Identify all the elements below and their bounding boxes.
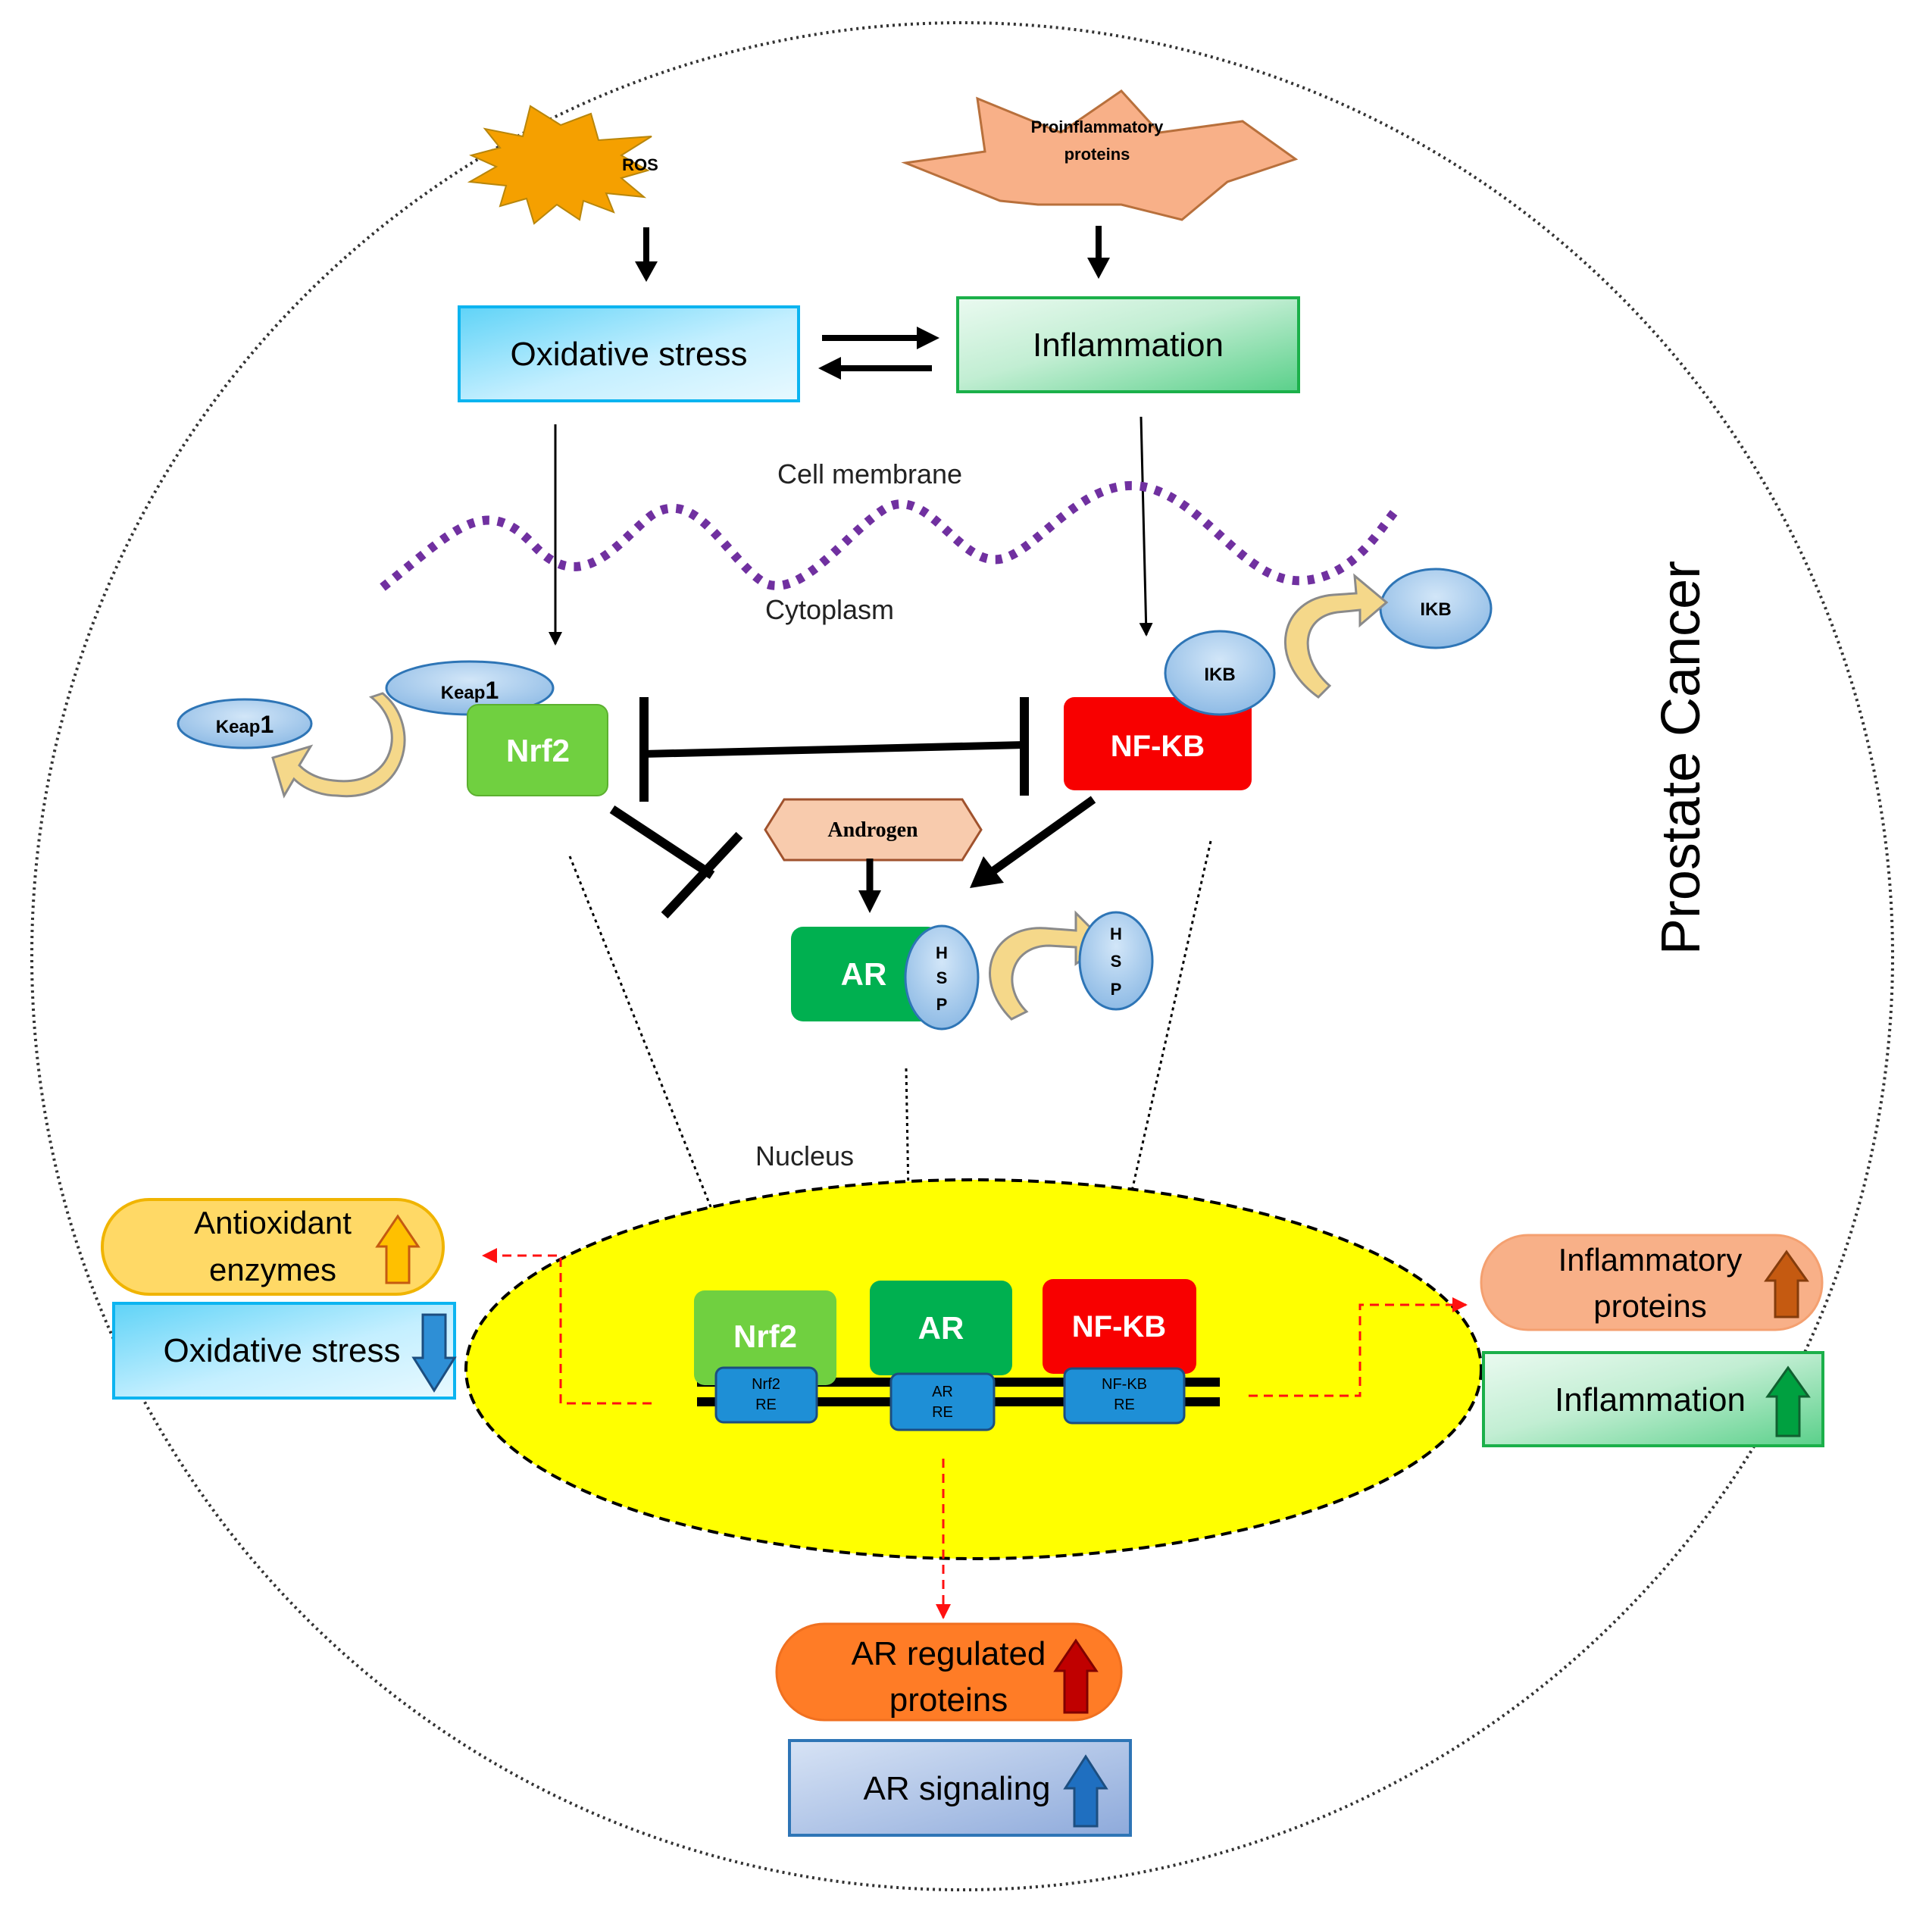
up-arrow-icon bbox=[1765, 1365, 1811, 1437]
proinflammatory-label-1: Proinflammatory bbox=[1031, 117, 1165, 136]
antioxidant-label-2: enzymes bbox=[209, 1252, 336, 1287]
nrf2-nuclear-box bbox=[694, 1290, 836, 1385]
ar-regulated-label-1: AR regulated bbox=[852, 1635, 1046, 1672]
nrf2-re-label-2: RE bbox=[755, 1397, 777, 1413]
nrf2-cytoplasm-box bbox=[467, 704, 608, 796]
nucleus-label: Nucleus bbox=[755, 1140, 854, 1171]
cell-boundary bbox=[30, 21, 1894, 1891]
ar-signaling-label: AR signaling bbox=[863, 1770, 1050, 1807]
nrf2-inhibits-ar-line bbox=[609, 805, 715, 880]
arrow-ox-to-inflam-head bbox=[917, 327, 939, 349]
inflammatory-label-2: proteins bbox=[1593, 1288, 1706, 1324]
mutual-inhibition-line bbox=[643, 741, 1025, 758]
ar-cytoplasm-label: AR bbox=[841, 956, 887, 992]
inflammation-box bbox=[956, 296, 1300, 393]
nrf2-re-label-1: Nrf2 bbox=[752, 1376, 780, 1393]
keap1-free-oval bbox=[177, 698, 313, 749]
hsp-free-oval bbox=[1078, 911, 1154, 1011]
output-arrow-antioxidant bbox=[482, 1248, 652, 1405]
inflammation-outcome-label: Inflammation bbox=[1555, 1381, 1746, 1418]
nrf2-inhibits-ar-bar bbox=[661, 831, 743, 919]
up-arrow-icon bbox=[1063, 1754, 1108, 1828]
nfkb-nuclear-box bbox=[1043, 1279, 1196, 1374]
ros-label: ROS bbox=[622, 155, 658, 174]
nfkb-re-label-1: NF-KB bbox=[1102, 1376, 1147, 1393]
ar-regulated-label-2: proteins bbox=[889, 1681, 1008, 1719]
hsp-free-h: H bbox=[1110, 924, 1122, 943]
hsp-bound-s: S bbox=[936, 968, 948, 987]
up-arrow-icon bbox=[1053, 1638, 1099, 1714]
hsp-bound-oval bbox=[904, 924, 980, 1031]
ar-re-label-2: RE bbox=[932, 1404, 953, 1421]
arrow-ros-head bbox=[635, 261, 658, 282]
nrf2-cytoplasm-label: Nrf2 bbox=[506, 733, 570, 768]
ar-cytoplasm-box bbox=[791, 927, 939, 1021]
oxidative-stress-outcome-label: Oxidative stress bbox=[164, 1332, 401, 1369]
inflammatory-label-1: Inflammatory bbox=[1558, 1242, 1743, 1278]
antioxidant-enzymes-pill bbox=[101, 1198, 445, 1296]
arrow-proinflam-head bbox=[1087, 258, 1110, 279]
inflammation-outcome-box bbox=[1482, 1351, 1824, 1447]
oxidative-stress-label: Oxidative stress bbox=[511, 336, 748, 373]
nfkb-cytoplasm-box bbox=[1064, 697, 1252, 790]
oxidative-stress-box bbox=[458, 305, 800, 402]
antioxidant-label-1: Antioxidant bbox=[194, 1205, 352, 1240]
ar-re-box bbox=[889, 1372, 996, 1431]
nfkb-activates-ar-line bbox=[989, 796, 1096, 875]
androgen-arrow-head bbox=[858, 890, 881, 913]
androgen-label: Androgen bbox=[827, 818, 918, 842]
output-arrow-inflammatory bbox=[1249, 1297, 1468, 1397]
androgen-hexagon bbox=[764, 798, 983, 862]
hsp-free-s: S bbox=[1111, 952, 1122, 971]
ar-nuclear-label: AR bbox=[918, 1310, 964, 1346]
cell-membrane bbox=[380, 480, 1402, 591]
keap1-free-label: Keap1 bbox=[216, 711, 274, 738]
ikb-free-label: IKB bbox=[1420, 599, 1451, 620]
nfkb-re-label-2: RE bbox=[1114, 1397, 1135, 1413]
ikb-bound-oval bbox=[1164, 630, 1276, 716]
hsp-bound-p: P bbox=[936, 995, 948, 1014]
cytoplasm-label: Cytoplasm bbox=[765, 594, 894, 625]
ar-regulated-proteins-pill bbox=[775, 1622, 1123, 1722]
translocation-nfkb bbox=[1121, 840, 1212, 1232]
inflammation-label: Inflammation bbox=[1033, 327, 1224, 364]
hsp-bound-h: H bbox=[936, 943, 948, 962]
ikb-bound-label: IKB bbox=[1204, 665, 1235, 685]
ikb-release-arrow bbox=[1283, 573, 1389, 699]
nfkb-re-box bbox=[1063, 1367, 1186, 1425]
hsp-free-p: P bbox=[1111, 980, 1122, 999]
oxidative-stress-outcome-box bbox=[112, 1302, 456, 1400]
up-arrow-icon bbox=[375, 1214, 420, 1284]
up-arrow-icon bbox=[1764, 1250, 1809, 1318]
proinflammatory-label-2: proteins bbox=[1064, 145, 1130, 164]
arrow-inflam-to-ox-head bbox=[818, 357, 841, 380]
ros-starburst bbox=[467, 105, 652, 225]
ar-nuclear-box bbox=[870, 1281, 1012, 1375]
translocation-nrf2 bbox=[568, 855, 724, 1236]
keap1-release-arrow bbox=[271, 692, 406, 799]
nfkb-nuclear-label: NF-KB bbox=[1072, 1310, 1166, 1343]
nfkb-activates-ar-head bbox=[970, 856, 1004, 888]
nrf2-nuclear-label: Nrf2 bbox=[733, 1318, 797, 1354]
cell-label: Prostate Cancer bbox=[1651, 561, 1712, 955]
inflammatory-proteins-pill bbox=[1480, 1234, 1824, 1331]
ar-re-label-1: AR bbox=[932, 1384, 953, 1400]
nrf2-re-box bbox=[714, 1366, 818, 1424]
down-arrow-icon bbox=[411, 1313, 457, 1393]
arrow-inflam-to-nfkb bbox=[1139, 416, 1153, 637]
proinflammatory-star bbox=[901, 89, 1299, 221]
cell-membrane-label: Cell membrane bbox=[777, 458, 962, 490]
nfkb-cytoplasm-label: NF-KB bbox=[1111, 730, 1205, 763]
keap1-bound-label: Keap1 bbox=[441, 677, 499, 704]
